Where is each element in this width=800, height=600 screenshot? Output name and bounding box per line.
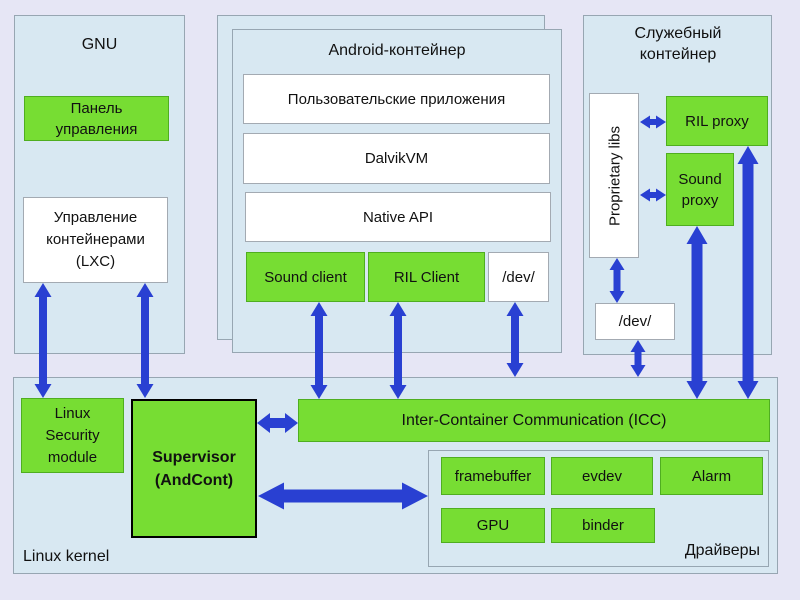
sound-client-label: Sound client [264, 268, 347, 286]
proprietary-libs-label: Proprietary libs [605, 125, 623, 226]
ril-client-box: RIL Client [368, 252, 485, 302]
android-dev-label: /dev/ [502, 268, 535, 286]
driver-framebuffer-box: framebuffer [441, 457, 545, 495]
sound-proxy-label: Sound proxy [678, 170, 722, 209]
service-dev-box: /dev/ [595, 303, 675, 340]
control-panel-box: Панель управления [24, 96, 169, 141]
service-dev-label: /dev/ [618, 313, 652, 330]
android-dev-box: /dev/ [488, 252, 549, 302]
linux-kernel-label: Linux kernel [23, 548, 110, 565]
supervisor-box: Supervisor (AndCont) [131, 399, 257, 538]
gnu-container: GNU [14, 15, 185, 354]
supervisor-label: Supervisor (AndCont) [152, 448, 236, 489]
driver-binder-box: binder [551, 508, 655, 543]
gnu-title: GNU [81, 36, 118, 53]
control-panel-label: Панель управления [55, 99, 138, 138]
linux-security-module-label: Linux Security module [45, 404, 100, 466]
user-apps-box: Пользовательские приложения [243, 74, 550, 124]
dalvikvm-box: DalvikVM [243, 133, 550, 184]
ril-proxy-box: RIL proxy [666, 96, 768, 146]
driver-evdev-label: evdev [581, 467, 623, 485]
driver-gpu-box: GPU [441, 508, 545, 543]
proprietary-libs-box [589, 93, 639, 258]
driver-alarm-label: Alarm [691, 467, 732, 485]
dalvikvm-label: DalvikVM [364, 150, 429, 167]
driver-alarm-box: Alarm [660, 457, 763, 495]
icc-label: Inter-Container Communication (ICC) [401, 412, 667, 429]
native-api-label: Native API [362, 208, 434, 226]
icc-box: Inter-Container Communication (ICC) [298, 399, 770, 442]
driver-gpu-label: GPU [476, 517, 510, 534]
service-title: Служебный контейнер [634, 25, 722, 63]
driver-evdev-box: evdev [551, 457, 653, 495]
ril-client-label: RIL Client [393, 268, 460, 286]
lxc-label: Управление контейнерами (LXC) [46, 209, 145, 270]
lxc-box: Управление контейнерами (LXC) [23, 197, 168, 283]
sound-proxy-box: Sound proxy [666, 153, 734, 226]
ril-proxy-label: RIL proxy [685, 112, 749, 130]
android-title: Android-контейнер [328, 42, 466, 59]
linux-security-module-box: Linux Security module [21, 398, 124, 473]
native-api-box: Native API [245, 192, 551, 242]
driver-framebuffer-label: framebuffer [454, 467, 532, 485]
sound-client-box: Sound client [246, 252, 365, 302]
user-apps-label: Пользовательские приложения [287, 90, 506, 108]
drivers-label: Драйверы [684, 542, 760, 559]
driver-binder-label: binder [582, 517, 624, 534]
